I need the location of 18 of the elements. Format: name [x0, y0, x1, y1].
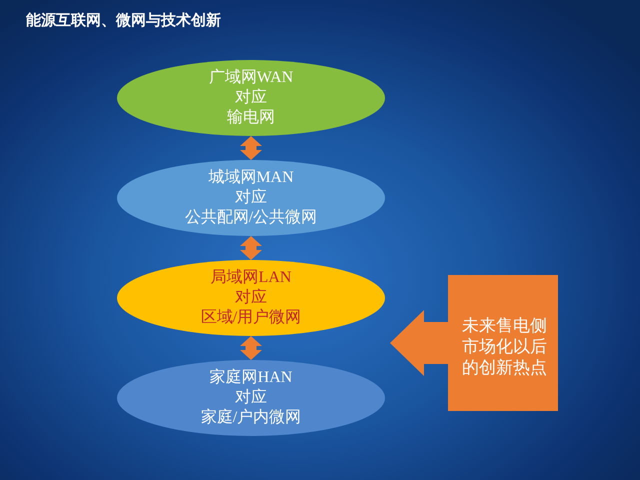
- node-label: 城域网MAN: [208, 168, 294, 188]
- node-label: 家庭/户内微网: [200, 408, 302, 428]
- double-arrow: [240, 236, 262, 260]
- node-label: 对应: [235, 188, 267, 208]
- node-label: 局域网LAN: [210, 268, 292, 288]
- node-label: 广域网WAN: [208, 68, 294, 88]
- node-label: 对应: [235, 88, 267, 108]
- node-label: 对应: [235, 288, 267, 308]
- slide-title: 能源互联网、微网与技术创新: [26, 12, 221, 30]
- double-arrow: [240, 336, 262, 360]
- double-arrow: [240, 136, 262, 160]
- node-label: 对应: [235, 388, 267, 408]
- node-label: 公共配网/公共微网: [184, 208, 318, 228]
- callout-text: 未来售电侧市场化以后的创新热点: [461, 315, 548, 378]
- node-label: 家庭网HAN: [210, 368, 292, 388]
- node-label: 输电网: [227, 108, 275, 128]
- node-label: 区域/用户微网: [200, 308, 302, 328]
- arrow-callout: [390, 275, 558, 411]
